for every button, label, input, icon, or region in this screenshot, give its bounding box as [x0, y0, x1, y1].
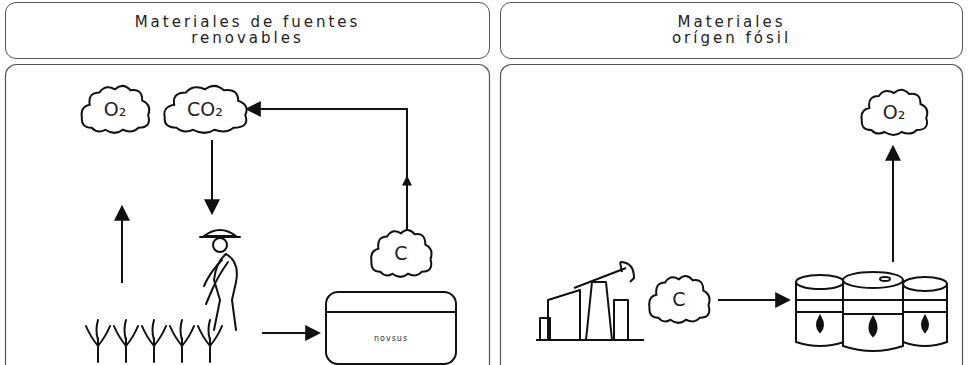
arrow [262, 332, 318, 334]
arrow-head [402, 176, 412, 186]
cloud-label: O₂ [104, 98, 127, 120]
arrow [718, 299, 788, 301]
panel-body [6, 65, 490, 365]
flow-arrow [248, 109, 407, 230]
cloud-label: C [394, 242, 407, 264]
cloud-shape: C [646, 272, 712, 326]
panel-body [501, 65, 963, 365]
oil-rig [536, 262, 644, 340]
arrow [121, 208, 123, 283]
header-box: Materiales de fuentes renovables [5, 2, 490, 59]
cloud-shape: CO₂ [160, 82, 250, 136]
cloud-shape: C [368, 226, 434, 280]
cloud-shape: O₂ [78, 82, 152, 136]
arrow [211, 140, 213, 212]
header-box: Materiales orígen fósil [500, 2, 963, 59]
cloud-label: O₂ [883, 101, 906, 123]
arrow [892, 148, 894, 262]
header-text: Materiales de fuentes renovables [110, 15, 385, 47]
plants [86, 320, 222, 362]
cloud-shape: O₂ [858, 86, 930, 138]
logo-text: novsus [374, 334, 408, 343]
cloud-label: C [672, 288, 685, 310]
container [326, 292, 456, 364]
oil-barrels [796, 272, 947, 351]
header-text: Materiales orígen fósil [647, 15, 817, 47]
farmer [200, 230, 240, 330]
cloud-label: CO₂ [187, 98, 223, 120]
